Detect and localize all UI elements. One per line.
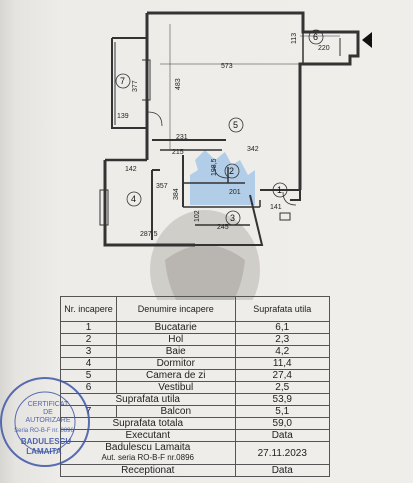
table-row: 2 Hol 2,3 (60, 333, 330, 346)
svg-text:201: 201 (229, 189, 241, 196)
room-marker-1 (272, 182, 288, 198)
svg-text:139: 139 (117, 113, 129, 120)
table-row: 3 Baie 4,2 (60, 345, 330, 358)
balcony-row: 7 Balcon 5,1 (60, 405, 330, 418)
svg-text:573: 573 (221, 63, 233, 70)
header-denumire: Denumire incapere (115, 296, 236, 322)
authorization-stamp: CERTIFICAT DE AUTORIZARE Seria RO-B-F nr… (0, 377, 90, 467)
table-row: 5 Camera de zi 27,4 (60, 369, 330, 382)
svg-text:287,5: 287,5 (140, 231, 158, 238)
room-marker-6 (308, 29, 324, 45)
table-header-row: Nr. incapere Denumire incapere Suprafata… (60, 296, 330, 322)
svg-text:220: 220 (318, 45, 330, 52)
table-row: 1 Bucatarie 6,1 (60, 321, 330, 334)
svg-text:4: 4 (131, 194, 136, 204)
svg-text:141: 141 (270, 204, 282, 211)
stamp-line-1: CERTIFICAT (28, 401, 69, 408)
svg-text:3: 3 (230, 213, 235, 223)
table-row: 4 Dormitor 11,4 (60, 357, 330, 370)
svg-text:113: 113 (291, 33, 298, 44)
stamp-line-3: AUTORIZARE (26, 417, 71, 424)
executant-header-row: Executant Data (60, 429, 330, 442)
table-row: 6 Vestibul 2,5 (60, 381, 330, 394)
svg-text:7: 7 (120, 76, 125, 86)
executant-name: Badulescu Lamaita (105, 442, 191, 453)
svg-text:357: 357 (156, 183, 168, 190)
room-marker-4 (126, 191, 142, 207)
stamp-line-5: BADULESCU (21, 437, 71, 446)
surface-table: Nr. incapere Denumire incapere Suprafata… (60, 296, 330, 477)
executant-serie: Aut. seria RO-B-F nr.0896 (101, 453, 194, 462)
svg-text:377: 377 (132, 80, 139, 92)
room-marker-2 (224, 163, 240, 179)
total-useful-row: Suprafata utila 53,9 (60, 393, 330, 406)
executant-row: Badulescu Lamaita Aut. seria RO-B-F nr.0… (60, 441, 330, 465)
total-surface-row: Suprafata totala 59,0 (60, 417, 330, 430)
svg-text:384: 384 (173, 188, 180, 200)
stamp-line-2: DE (43, 409, 53, 416)
svg-text:102: 102 (194, 210, 201, 222)
svg-text:231: 231 (176, 134, 188, 141)
executant-date: 27.11.2023 (234, 441, 330, 465)
stamp-line-6: LAMAITA (26, 447, 62, 456)
header-nr: Nr. incapere (60, 296, 117, 322)
room-marker-3 (225, 210, 241, 226)
svg-text:2: 2 (229, 166, 234, 176)
svg-text:245: 245 (217, 224, 229, 231)
svg-text:6: 6 (313, 32, 318, 42)
receptionat-row: Receptionat Data (60, 464, 330, 477)
header-suprafata: Suprafata utila (234, 296, 330, 322)
svg-text:483: 483 (175, 78, 182, 90)
room-marker-7 (115, 73, 131, 89)
svg-text:1: 1 (277, 185, 282, 195)
svg-text:142: 142 (125, 166, 137, 173)
entrance-arrow-icon (362, 32, 372, 48)
svg-text:342: 342 (247, 146, 259, 153)
floor-plan-drawing: 573 483 113 220 377 139 231 215 342 198,… (99, 11, 372, 300)
room-marker-5 (228, 117, 244, 133)
watermark-logo (150, 150, 260, 300)
svg-text:215: 215 (172, 149, 184, 156)
svg-text:5: 5 (233, 120, 238, 130)
svg-text:198,5: 198,5 (211, 158, 218, 176)
stamp-line-4: Seria RO-B-F nr. 0896 (14, 428, 74, 434)
